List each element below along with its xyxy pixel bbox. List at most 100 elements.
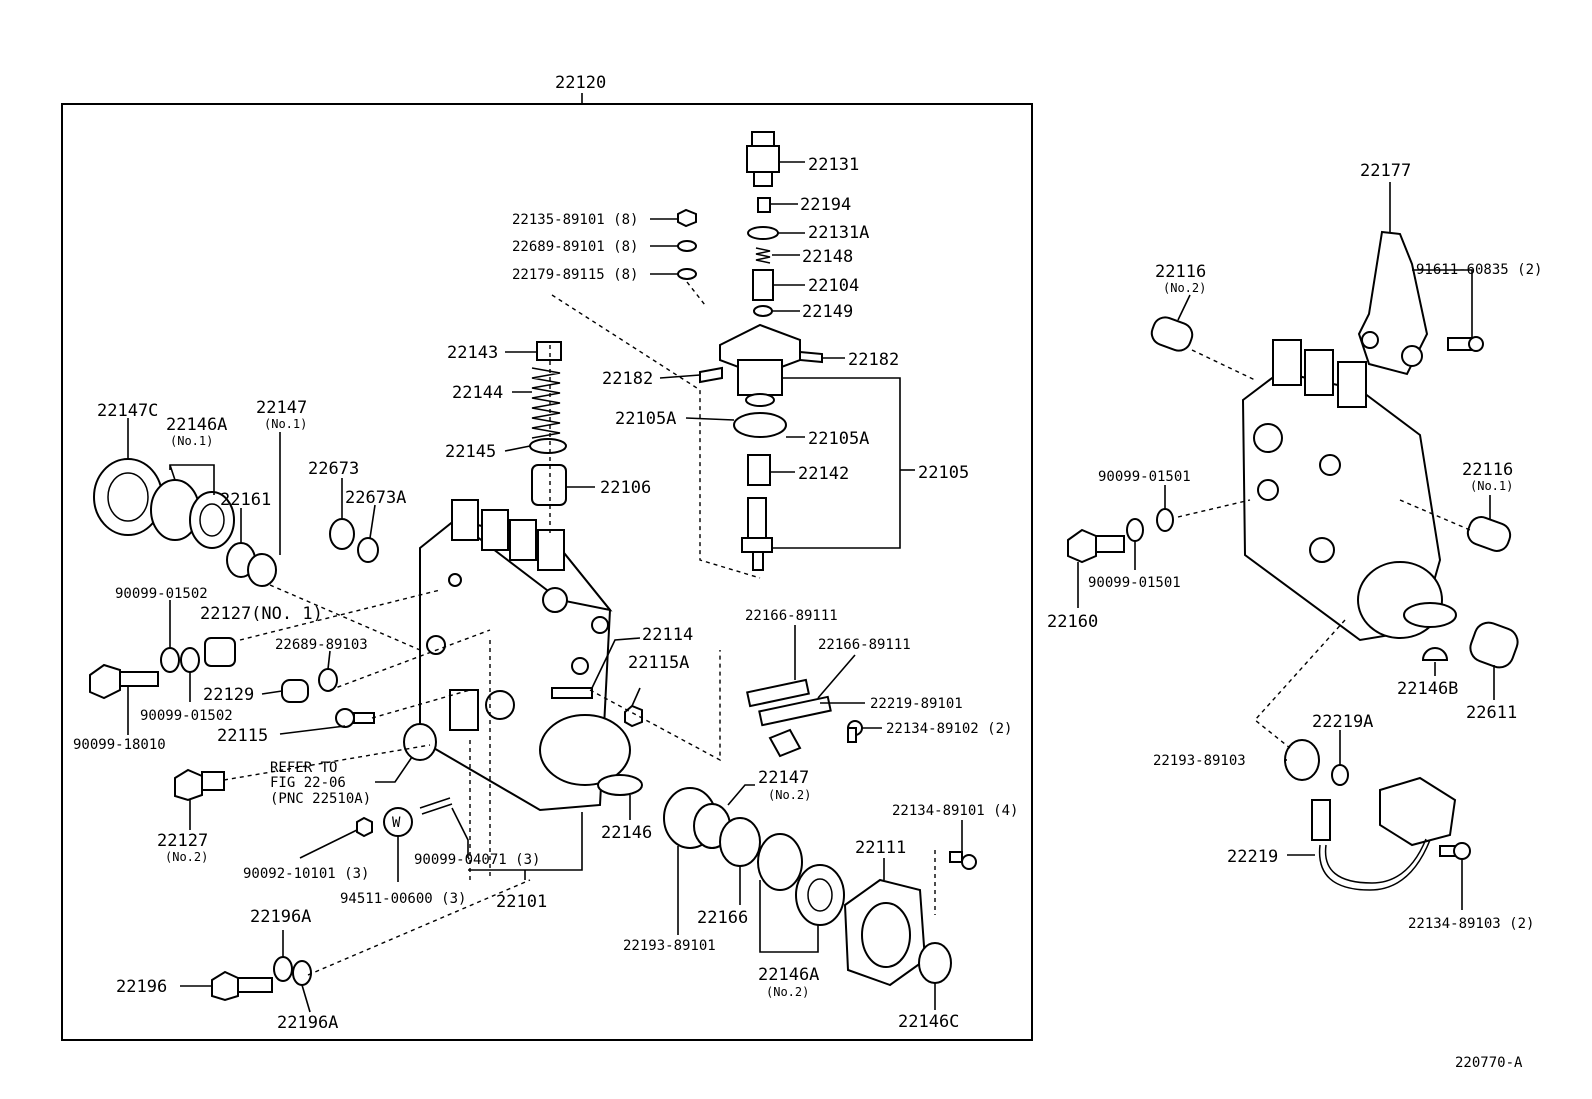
part-22142[interactable]	[747, 454, 771, 486]
label-90099-01501-a: 90099-01501	[1098, 469, 1191, 485]
delivery-valve-holder-22131[interactable]	[746, 131, 780, 187]
label-22129: 22129	[203, 685, 254, 705]
label-22116-no2-sub: (No.2)	[1163, 281, 1206, 295]
screw-22115[interactable]	[335, 708, 375, 728]
frame-label: 22120	[555, 73, 606, 93]
washer-22689-89103[interactable]	[318, 668, 338, 692]
label-22689-89103: 22689-89103	[275, 637, 368, 653]
seal-22166[interactable]	[719, 817, 761, 867]
oring-22105a[interactable]	[733, 412, 787, 438]
plug-22127-no1[interactable]	[204, 637, 236, 667]
screw-22134-89101[interactable]	[949, 851, 977, 870]
washer-90099-01502-b[interactable]	[180, 647, 200, 673]
oring-22131a[interactable]	[747, 226, 779, 240]
part-22104[interactable]	[752, 269, 774, 301]
label-22114: 22114	[642, 625, 693, 645]
plug-22127-no2[interactable]	[174, 768, 225, 802]
seal-22673[interactable]	[329, 518, 355, 550]
label-94511-00600: 94511-00600 (3)	[340, 891, 466, 907]
bolt-22160[interactable]	[1067, 528, 1125, 564]
label-22196: 22196	[116, 977, 167, 997]
seal-22147-no1[interactable]	[247, 553, 277, 587]
washer-22689[interactable]	[677, 240, 697, 252]
part-22114[interactable]	[551, 687, 593, 699]
cap-22116-no1[interactable]	[1464, 514, 1513, 555]
bearing-housing-22111[interactable]	[843, 878, 927, 987]
washer-90099-01501-b[interactable]	[1126, 518, 1144, 542]
label-22196a-top: 22196A	[250, 907, 311, 927]
label-22196a-bottom: 22196A	[277, 1013, 338, 1033]
label-22147-no1: 22147	[256, 398, 307, 418]
assembly-lines	[223, 281, 1471, 976]
seat-22145[interactable]	[529, 438, 567, 454]
svg-text:W: W	[392, 815, 401, 831]
oring-22193-89103[interactable]	[1284, 739, 1320, 781]
washer-90099-01501-a[interactable]	[1156, 508, 1174, 532]
bolt-22196[interactable]	[211, 970, 273, 1002]
label-22146a-no1-sub: (No.1)	[170, 434, 213, 448]
nut-22115a[interactable]	[624, 704, 643, 728]
clip-22182-left[interactable]	[699, 366, 723, 384]
screw-22134-89103[interactable]	[1439, 842, 1471, 860]
bracket-22219-89101[interactable]	[768, 728, 802, 758]
washer-90099-01502-a[interactable]	[160, 647, 180, 673]
spring-22148[interactable]	[755, 247, 771, 264]
washer-22149[interactable]	[753, 305, 773, 317]
bolt-90099-18010[interactable]	[89, 663, 159, 700]
bracket-22177[interactable]	[1357, 230, 1429, 376]
seal-22146c[interactable]	[918, 942, 952, 984]
spring-22144[interactable]	[531, 367, 561, 439]
label-22116-no2: 22116	[1155, 262, 1206, 282]
label-22673a: 22673A	[345, 488, 406, 508]
label-22144: 22144	[452, 383, 503, 403]
key-22146b[interactable]	[1421, 647, 1449, 661]
label-22116-no1: 22116	[1462, 460, 1513, 480]
label-22182-right: 22182	[848, 350, 899, 370]
bearing-22146a-no2[interactable]	[757, 833, 803, 891]
label-22179-89115: 22179-89115 (8)	[512, 267, 638, 283]
label-22166-89111-b: 22166-89111	[818, 637, 911, 653]
label-22161: 22161	[220, 490, 271, 510]
label-22147-no1-sub: (No.1)	[264, 417, 307, 431]
label-22115a: 22115A	[628, 653, 689, 673]
plate-22166-89111-a[interactable]	[746, 678, 810, 708]
label-22127-no2-sub: (No.2)	[165, 850, 208, 864]
nut-90092[interactable]	[356, 816, 373, 838]
washer-22196a-a[interactable]	[273, 956, 293, 982]
sensor-22219[interactable]	[1311, 776, 1457, 891]
label-22115: 22115	[217, 726, 268, 746]
part-22194[interactable]	[757, 197, 771, 213]
injection-pump-body[interactable]	[419, 499, 643, 812]
plunger-22105[interactable]	[741, 497, 773, 571]
label-22134-89103: 22134-89103 (2)	[1408, 916, 1534, 932]
tappet-22106[interactable]	[531, 464, 567, 506]
oring-refer-22510a[interactable]	[403, 723, 437, 761]
plug-22129[interactable]	[281, 679, 309, 703]
label-22146a-no2-sub: (No.2)	[766, 985, 809, 999]
bolt-91611[interactable]	[1447, 336, 1484, 352]
nut-22135[interactable]	[677, 208, 697, 228]
washer-94511[interactable]: W	[383, 807, 413, 837]
assembled-pump-view[interactable]	[1241, 339, 1457, 642]
stud-90099-04071[interactable]	[419, 797, 453, 815]
label-22146b: 22146B	[1397, 679, 1458, 699]
washer-22196a-b[interactable]	[292, 960, 312, 986]
label-22106: 22106	[600, 478, 651, 498]
label-22147c: 22147C	[97, 401, 158, 421]
nut-22611[interactable]	[1466, 619, 1521, 672]
clip-22182-right[interactable]	[799, 350, 823, 364]
screw-22134-89102[interactable]	[847, 720, 863, 743]
label-22149: 22149	[802, 302, 853, 322]
seal-22147c[interactable]	[93, 458, 163, 536]
label-22105a-right: 22105A	[808, 429, 869, 449]
plunger-barrel-flange[interactable]	[719, 323, 801, 407]
label-22193-89103: 22193-89103	[1153, 753, 1246, 769]
cap-22116-no2[interactable]	[1148, 314, 1195, 354]
part-22143[interactable]	[536, 341, 562, 361]
washer-22179[interactable]	[677, 268, 697, 280]
washer-22673a[interactable]	[357, 537, 379, 563]
label-22673: 22673	[308, 459, 359, 479]
washer-22219a[interactable]	[1331, 764, 1349, 786]
label-22219a: 22219A	[1312, 712, 1373, 732]
label-90099-01502-a: 90099-01502	[115, 586, 208, 602]
